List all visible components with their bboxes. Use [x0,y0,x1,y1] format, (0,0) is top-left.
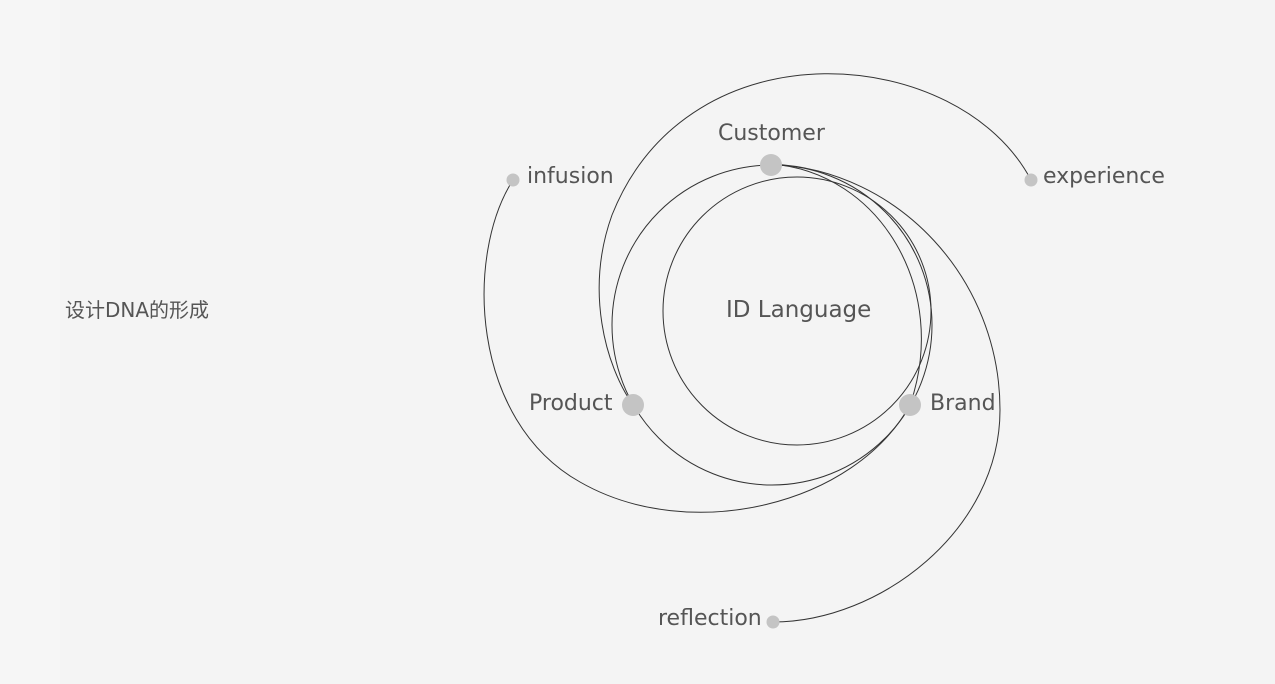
center-label: ID Language [726,297,872,323]
customer-dot [760,154,782,176]
brand-dot [899,394,921,416]
customer-brand-arc [770,163,922,406]
experience-arc [598,73,1032,406]
experience-label: experience [1043,164,1165,189]
diagram-title: 设计DNA的形成 [65,298,210,322]
brand-label: Brand [930,391,996,416]
left-margin-strip [0,0,60,684]
middle-circle [611,164,933,486]
customer-label: Customer [718,121,825,146]
product-dot [622,394,644,416]
infusion-arc [483,179,911,513]
reflection-label: reflection [658,606,762,631]
experience-dot [1024,173,1038,187]
infusion-dot [506,173,520,187]
product-label: Product [529,391,613,416]
infusion-label: infusion [527,164,614,189]
reflection-arc [770,163,1001,623]
reflection-dot [766,615,780,629]
